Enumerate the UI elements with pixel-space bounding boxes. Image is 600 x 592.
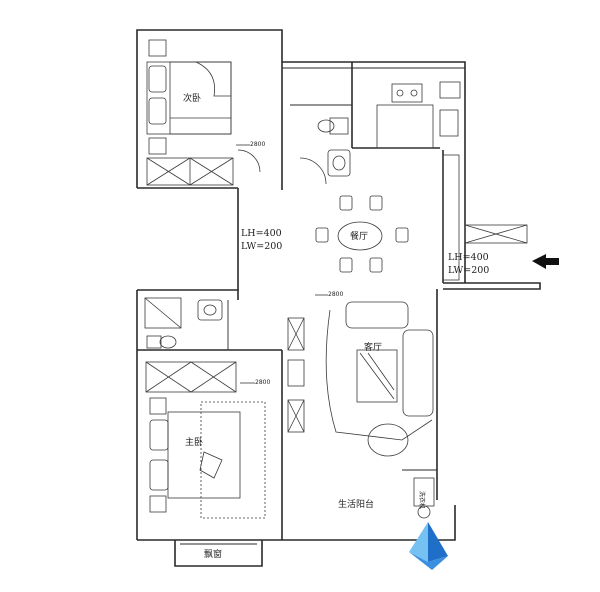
chair-4: [395, 227, 409, 243]
shower: [144, 297, 182, 329]
master-wardrobe-x2: [145, 361, 192, 393]
armchair: [367, 423, 409, 457]
master-pillow-1: [149, 419, 169, 451]
coffee-table-glass: [359, 352, 395, 400]
elevation-second-bedroom: 2800: [250, 141, 265, 148]
basin: [332, 155, 346, 171]
kitchen-door-frame: [442, 154, 460, 281]
wardrobe-x2: [146, 157, 191, 186]
nightstand-top: [148, 39, 167, 57]
north-wall: [282, 61, 466, 92]
bed-blanket: [195, 61, 232, 97]
master-wardrobe: [145, 361, 237, 393]
walls: [136, 29, 541, 567]
sink: [439, 109, 459, 137]
toilet-bowl: [317, 119, 335, 133]
entrance-wall: [443, 282, 541, 290]
shower-diag: [144, 297, 182, 329]
room-label-second-bedroom: 次卧: [183, 92, 201, 104]
tv-cabinet-x2: [287, 317, 305, 351]
second-bedroom-wall: [136, 29, 283, 188]
master-bedroom-furniture: [145, 361, 266, 519]
master-bathroom-fixtures: [144, 297, 223, 349]
rug-outline: [325, 309, 433, 441]
room-label-living: 客厅: [364, 341, 382, 353]
master-basin-counter: [197, 299, 223, 321]
basin-counter: [327, 149, 351, 177]
master-wardrobe-x4: [190, 361, 237, 393]
room-label-balcony: 生活阳台: [338, 498, 374, 510]
master-bath-north-wall: [137, 289, 239, 300]
master-bed-cushion: [199, 451, 223, 479]
dimension-left-lw: LW=200: [241, 241, 282, 252]
second-bedroom-door-swing: [237, 149, 261, 173]
pillow-1: [148, 65, 167, 93]
chair-3: [315, 227, 329, 243]
wardrobe-x4: [189, 157, 234, 186]
dimension-right-lh: LH=400: [448, 252, 489, 263]
master-toilet-tank: [146, 335, 162, 349]
room-label-master-bedroom: 主卧: [185, 436, 203, 448]
fridge-cabinet: [376, 104, 434, 149]
washing-machine-label: 洗衣机: [418, 491, 426, 509]
room-label-dining: 餐厅: [350, 230, 368, 242]
dining-table: [337, 221, 383, 251]
master-toilet-bowl: [159, 335, 177, 349]
balcony-fixtures: [413, 477, 435, 519]
nightstand-bottom: [148, 137, 167, 155]
entrance-corridor: [464, 224, 559, 269]
master-pillow-2: [149, 459, 169, 491]
elevation-corridor: 2800: [328, 291, 343, 298]
master-bed: [167, 411, 241, 499]
second-bedroom-furniture: [146, 39, 261, 186]
tv-cabinet-3: [287, 399, 305, 433]
stove: [391, 83, 423, 103]
elevation-marks: 2800 2800 2800: [236, 141, 343, 386]
shoe-cabinet-x2: [464, 224, 528, 244]
entrance-shoe-cabinet: [464, 224, 528, 244]
tv-cabinet-x4: [287, 399, 305, 433]
bath-door-swing: [299, 157, 327, 185]
chair-2: [369, 195, 383, 211]
master-basin: [203, 304, 217, 316]
tv-cabinet-2: [287, 359, 305, 387]
burner-1: [396, 89, 404, 97]
bay-window-outline: [174, 540, 263, 567]
elevation-master-bedroom: 2800: [255, 379, 270, 386]
sofa-top: [345, 301, 409, 329]
burner-2: [410, 89, 418, 97]
chair-5: [339, 257, 353, 273]
left-arrow-icon: [532, 254, 559, 269]
tv-cabinet-1: [287, 317, 305, 351]
kitchen-cabinet: [439, 81, 461, 99]
coffee-table: [356, 349, 398, 403]
dimension-left-lh: LH=400: [241, 228, 282, 239]
room-label-bay-window: 飘窗: [204, 548, 222, 560]
master-nightstand-2: [149, 495, 167, 513]
kitchen-fixtures: [376, 81, 461, 281]
master-nightstand-1: [149, 397, 167, 415]
blue-prism-logo-icon: [409, 522, 448, 570]
balcony-south-wall: [282, 505, 456, 541]
floor-drain: [417, 505, 431, 519]
toilet-tank: [329, 117, 349, 135]
dining-set: [315, 195, 409, 273]
dimension-right-lw: LW=200: [448, 265, 489, 276]
sofa-right: [402, 329, 434, 417]
living-room-furniture: [287, 301, 434, 457]
coffee-table-glass-2: [367, 352, 395, 391]
bathroom-fixtures: [299, 117, 351, 185]
pillow-2: [148, 97, 167, 125]
chair-1: [339, 195, 353, 211]
master-rug: [200, 401, 266, 519]
chair-6: [369, 257, 383, 273]
